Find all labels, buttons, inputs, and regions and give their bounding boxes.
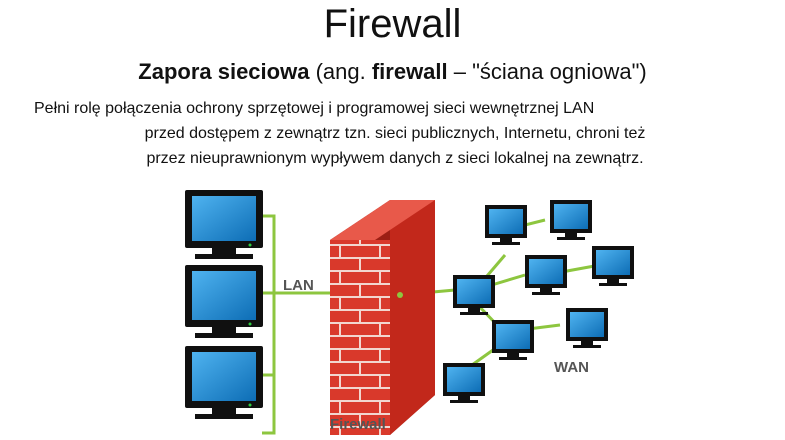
description: Pełni rolę połączenia ochrony sprzętowej… <box>20 96 770 171</box>
slide-subtitle: Zapora sieciowa (ang. firewall – "ściana… <box>0 58 785 86</box>
wan-computer-3 <box>453 275 495 315</box>
wan-computer-5 <box>592 246 634 286</box>
description-line-3: przez nieuprawnionym wypływem danych z s… <box>146 150 644 167</box>
wan-computer-2 <box>550 200 592 240</box>
subtitle-paren: (ang. <box>309 59 372 84</box>
wan-computer-1 <box>485 205 527 245</box>
slide-title: Firewall <box>323 2 462 46</box>
network-diagram: LAN Firewall <box>185 190 634 435</box>
subtitle-english: firewall <box>371 59 448 84</box>
description-line-1: Pełni rolę połączenia ochrony sprzętowej… <box>34 100 595 117</box>
lan-label: LAN <box>283 277 314 294</box>
wan-label: WAN <box>554 359 589 376</box>
description-line-2: przed dostępem z zewnątrz tzn. sieci pub… <box>144 125 646 142</box>
firewall-wall-icon <box>330 200 435 435</box>
lan-computer-3 <box>185 346 263 419</box>
firewall-label: Firewall <box>330 416 386 433</box>
wan-computer-8 <box>443 363 485 403</box>
lan-computer-1 <box>185 190 263 259</box>
wan-computer-7 <box>566 308 608 348</box>
lan-computer-2 <box>185 265 263 338</box>
wan-computer-6 <box>492 320 534 360</box>
subtitle-term: Zapora sieciowa <box>138 59 310 84</box>
subtitle-translation: – "ściana ogniowa") <box>447 59 647 84</box>
wan-computer-4 <box>525 255 567 295</box>
